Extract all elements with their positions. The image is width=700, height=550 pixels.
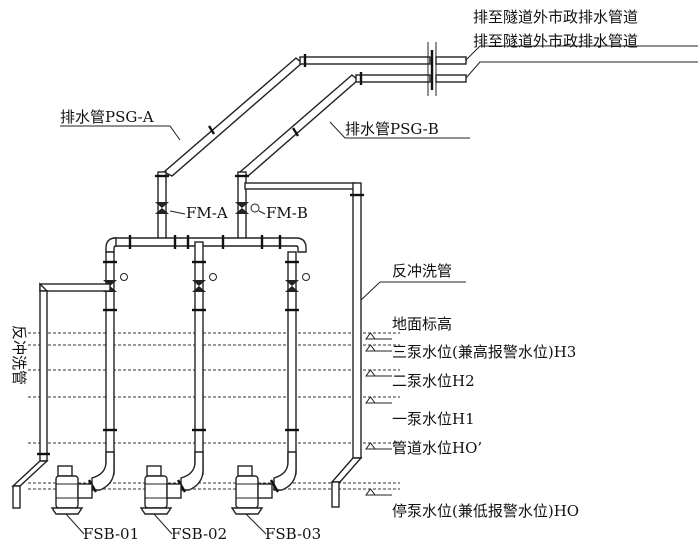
discharge-column-fsb-02: [192, 241, 217, 475]
leader-outlet-top: [465, 45, 698, 61]
level-label-h3: 三泵水位(兼高报警水位)H3: [392, 343, 576, 361]
level-label-ho-prime: 管道水位HO’: [392, 439, 482, 457]
backflush-pipe-left: [11, 282, 111, 509]
level-marker-ho-prime: [365, 442, 392, 450]
leader-backflush-right: [360, 281, 466, 301]
pump-label-fsb-02: FSB-02: [171, 525, 227, 543]
leader-fm-a: [169, 210, 186, 215]
psg-a-label: 排水管PSG-A: [60, 108, 154, 126]
leader-fsb-02: [153, 513, 173, 535]
level-label-ho: 停泵水位(兼低报警水位)HO: [392, 502, 579, 520]
level-markers: [365, 332, 392, 496]
pump-fsb-01: [50, 451, 115, 515]
leader-fm-b: [258, 210, 266, 215]
outlet-label-bottom: 排至隧道外市政排水管道: [473, 32, 638, 50]
outlet-flange-block: [427, 42, 467, 96]
psg-b-label: 排水管PSG-B: [345, 120, 439, 138]
leader-psg-b: [329, 121, 470, 139]
level-marker-ground: [365, 332, 392, 340]
pump-label-fsb-01: FSB-01: [83, 525, 139, 543]
backflush-label-right: 反冲洗管: [392, 262, 452, 280]
level-label-h1: 一泵水位H1: [392, 410, 475, 428]
level-label-ground: 地面标高: [392, 315, 452, 333]
leader-fsb-01: [65, 513, 85, 535]
discharge-column-fsb-03: [285, 251, 310, 475]
level-marker-h1: [365, 396, 392, 404]
level-label-h2: 二泵水位H2: [392, 372, 475, 390]
header-manifold: [105, 235, 307, 253]
riser-fm-a: [155, 171, 169, 243]
level-marker-h2: [365, 369, 392, 377]
outlet-pipe-psg-a-upper: [162, 54, 431, 177]
backflush-pipe-right: [244, 182, 364, 508]
level-marker-h3: [365, 344, 392, 352]
pump-label-fsb-03: FSB-03: [265, 525, 321, 543]
pump-fsb-03: [230, 451, 297, 515]
fm-b-label: FM-B: [266, 204, 308, 222]
leader-psg-a: [60, 125, 181, 141]
backflush-label-left: 反冲洗管: [10, 325, 28, 385]
level-marker-ho: [365, 488, 392, 496]
pump-fsb-02: [139, 451, 204, 515]
outlet-label-top: 排至隧道外市政排水管道: [473, 8, 638, 26]
leader-outlet-bottom: [465, 61, 698, 79]
leader-fsb-03: [245, 513, 267, 535]
fm-a-label: FM-A: [186, 204, 228, 222]
riser-fm-b: [235, 171, 260, 243]
water-level-lines: [28, 332, 400, 490]
